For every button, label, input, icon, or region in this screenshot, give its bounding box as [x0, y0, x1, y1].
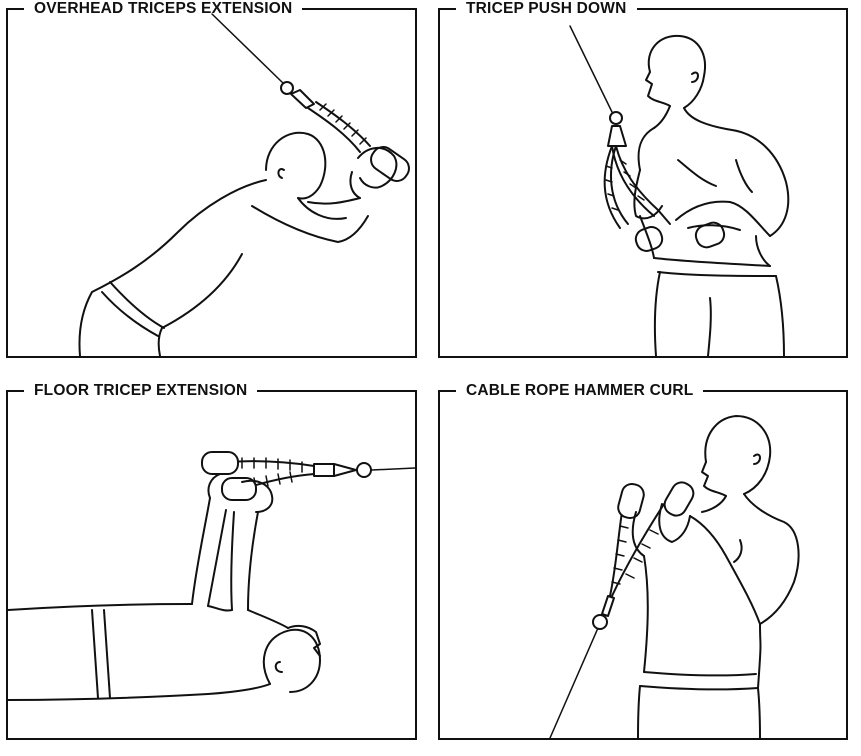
illustration-tricep-push-down: [569, 25, 790, 356]
panel-tricep-push-down: TRICEP PUSH DOWN: [438, 0, 848, 358]
panel-title: CABLE ROPE HAMMER CURL: [456, 380, 704, 402]
panel-title: FLOOR TRICEP EXTENSION: [24, 380, 258, 402]
panel-overhead-triceps-extension: OVERHEAD TRICEPS EXTENSION: [6, 0, 417, 358]
illustration-overhead-triceps-extension: [78, 13, 410, 356]
panel-title: OVERHEAD TRICEPS EXTENSION: [24, 0, 303, 20]
illustration-floor-tricep-extension: [8, 451, 415, 701]
illustration-cable-rope-hammer-curl: [549, 415, 800, 738]
panel-title: TRICEP PUSH DOWN: [456, 0, 637, 20]
panel-floor-tricep-extension: FLOOR TRICEP EXTENSION: [6, 380, 417, 740]
panel-cable-rope-hammer-curl: CABLE ROPE HAMMER CURL: [438, 380, 848, 740]
